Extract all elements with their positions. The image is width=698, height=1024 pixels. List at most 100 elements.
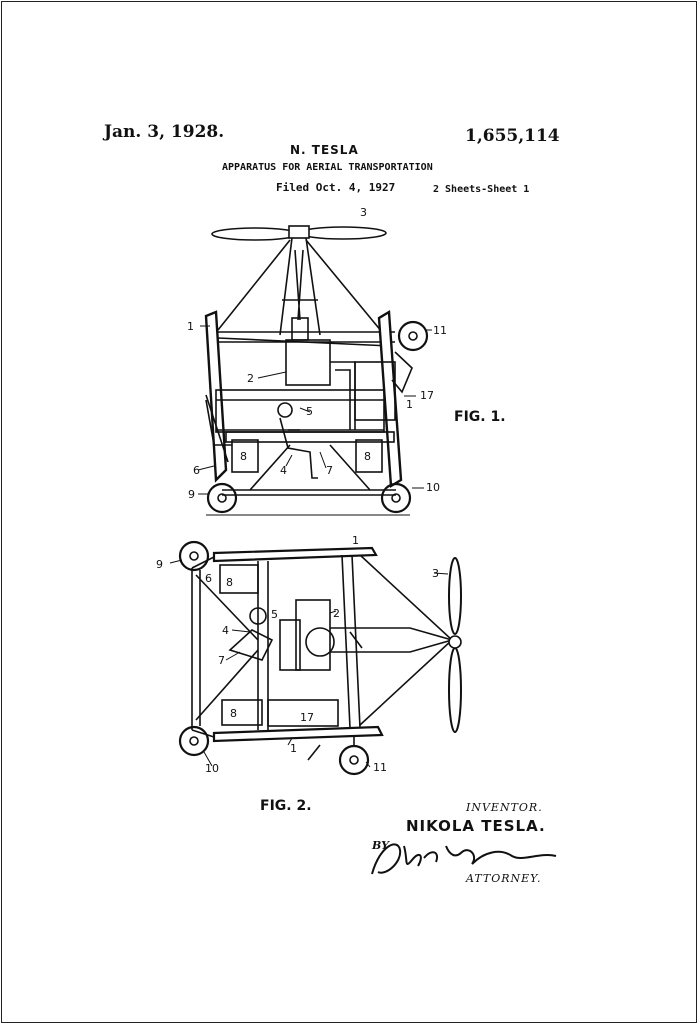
fig1-upper-spar — [212, 331, 395, 343]
inventor-name: NIKOLA TESLA. — [406, 817, 546, 835]
fig2-ref: 8 — [226, 576, 233, 589]
fig2-tank — [267, 699, 339, 727]
fig2-gearbox — [279, 619, 301, 671]
fig1-exhaust — [330, 361, 356, 430]
fig2-ref: 8 — [230, 707, 237, 720]
attorney-caption: ATTORNEY. — [466, 872, 542, 885]
fig1-rigging — [217, 239, 391, 347]
fig2-ref: 4 — [222, 624, 229, 637]
sheet-count: 2 Sheets-Sheet 1 — [433, 184, 530, 195]
fig2-ref: 17 — [300, 711, 314, 724]
fig1-rotor-blade-left — [211, 227, 299, 241]
fig1-ref: 3 — [360, 206, 367, 219]
fig1-rotor-hub — [288, 225, 310, 239]
fig2-frame-left — [191, 556, 215, 738]
fig1-engine — [285, 339, 331, 386]
fig2-propeller-blade-bottom — [448, 647, 462, 733]
fig2-ref: 9 — [156, 558, 163, 571]
fig1-ref: 10 — [426, 481, 440, 494]
fig1-rotor-blade-right — [299, 226, 387, 240]
fig2-ref: 11 — [373, 761, 387, 774]
fig1-ref: 4 — [280, 464, 287, 477]
fig1-tank — [354, 361, 396, 421]
fig2-upper-wing — [212, 546, 378, 563]
fig1-mast — [279, 237, 321, 336]
fig2-frame-struts — [257, 554, 361, 730]
fig1-ref: 6 — [193, 464, 200, 477]
fig2-ref: 10 — [205, 762, 219, 775]
fig2-ref: 1 — [290, 742, 297, 755]
fig2-tail-rigging — [349, 554, 454, 726]
fig1-floor — [225, 431, 395, 443]
fig1-pilot-head — [277, 402, 293, 418]
fig1-wheel-right-hub — [391, 493, 401, 503]
fig2-pilot-seat — [228, 629, 274, 661]
inventor-short: N. TESLA — [290, 143, 359, 157]
fig2-ref: 7 — [218, 654, 225, 667]
fig1-ref: 17 — [420, 389, 434, 402]
fig1-undercarriage — [222, 444, 396, 496]
fig1-ref: 1 — [187, 320, 194, 333]
patent-number: 1,655,114 — [465, 126, 560, 146]
fig2-ref: 5 — [271, 608, 278, 621]
fig2-drawing: 1 9 6 8 3 4 5 2 7 8 17 10 1 11 — [156, 534, 462, 776]
fig2-wheel-bottom-hub — [189, 736, 199, 746]
fig1-pilot-body — [279, 417, 318, 479]
patent-date: Jan. 3, 1928. — [104, 122, 225, 142]
fig1-battery-left — [231, 439, 259, 473]
fig2-propeller-blade-top — [448, 557, 462, 635]
fig1-ref: 7 — [326, 464, 333, 477]
fig1-ref: 5 — [306, 405, 313, 418]
fig2-flywheel — [305, 627, 335, 657]
fig1-ref: 2 — [247, 372, 254, 385]
fig2-ref: 6 — [205, 572, 212, 585]
fig2-tail-boom — [330, 627, 455, 653]
fig2-engine — [295, 599, 331, 671]
fig2-label: FIG. 2. — [260, 798, 312, 814]
patent-title: APPARATUS FOR AERIAL TRANSPORTATION — [222, 162, 433, 173]
fig1-tail-fin — [391, 351, 413, 394]
fig1-ref: 8 — [364, 450, 371, 463]
fig2-propeller-hub — [448, 635, 462, 649]
fig2-tail-wheel-hub — [349, 755, 359, 765]
fig2-tail-wheel-strut — [307, 735, 355, 761]
fig1-tail-wheel-hub — [408, 331, 418, 341]
fig2-lower-wing — [212, 725, 384, 743]
fig1-ref: 9 — [188, 488, 195, 501]
fig2-wheel-top-hub — [189, 551, 199, 561]
fig2-ref: 1 — [352, 534, 359, 547]
fig2-ref: 2 — [333, 607, 340, 620]
by-label: BY — [372, 839, 389, 852]
signature-strokes — [371, 843, 557, 875]
fig1-ref: 8 — [240, 450, 247, 463]
fig1-cockpit — [215, 389, 385, 433]
fig1-right-wing — [377, 309, 403, 489]
fig2-battery-top — [219, 564, 259, 594]
filed-date: Filed Oct. 4, 1927 — [276, 181, 396, 194]
fig1-battery-right — [355, 439, 383, 473]
fig2-tail-wheel — [338, 744, 370, 776]
fig2-battery-bottom — [221, 699, 263, 726]
fig1-tail-wheel — [397, 320, 429, 352]
fig1-wheel-left-hub — [217, 493, 227, 503]
fig2-wheel-bottom — [178, 725, 210, 757]
fig1-strut-left — [205, 394, 232, 463]
fig1-drawing: 3 1 11 2 5 17 1 8 8 6 4 7 9 10 — [187, 206, 447, 516]
fig1-wheel-left — [206, 482, 238, 514]
attorney-signature — [371, 843, 557, 875]
fig1-cockpit-rails — [216, 399, 384, 431]
fig2-wheel-top — [178, 540, 210, 572]
fig2-braces-left — [195, 574, 259, 721]
fig2-ref: 3 — [432, 567, 439, 580]
fig2-leader-lines — [169, 559, 449, 768]
fig2-pilot-head — [249, 607, 267, 625]
fig1-ref: 11 — [433, 324, 447, 337]
fig1-label: FIG. 1. — [454, 409, 506, 425]
inventor-caption: INVENTOR. — [466, 801, 543, 814]
fig1-leader-lines — [197, 325, 432, 495]
fig1-wheel-right — [380, 482, 412, 514]
fig1-ref: 1 — [406, 398, 413, 411]
fig1-gearbox — [291, 317, 309, 341]
